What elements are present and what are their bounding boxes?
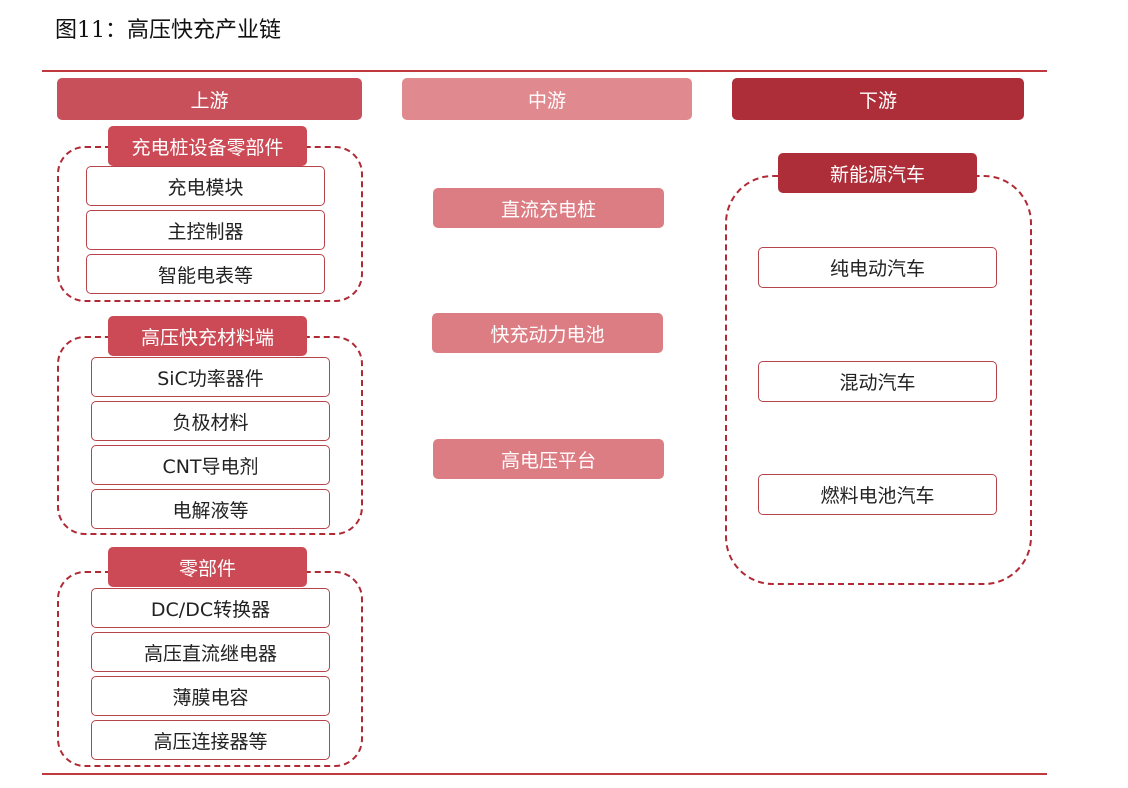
downstream-item: 燃料电池汽车 (758, 474, 997, 515)
header-midstream: 中游 (402, 78, 692, 120)
downstream-group-title: 新能源汽车 (778, 153, 977, 193)
bottom-rule (42, 773, 1047, 775)
upstream-group-2-item: 负极材料 (91, 401, 330, 441)
upstream-group-3-item: 高压连接器等 (91, 720, 330, 760)
midstream-item: 直流充电桩 (433, 188, 664, 228)
header-downstream: 下游 (732, 78, 1024, 120)
upstream-group-3-item: 薄膜电容 (91, 676, 330, 716)
upstream-group-1-title: 充电桩设备零部件 (108, 126, 307, 166)
downstream-item: 混动汽车 (758, 361, 997, 402)
upstream-group-3-title: 零部件 (108, 547, 307, 587)
top-rule (42, 70, 1047, 72)
midstream-item: 高电压平台 (433, 439, 664, 479)
upstream-group-3-item: DC/DC转换器 (91, 588, 330, 628)
figure-title: 图11：高压快充产业链 (55, 18, 281, 43)
header-upstream: 上游 (57, 78, 362, 120)
downstream-item: 纯电动汽车 (758, 247, 997, 288)
upstream-group-2-item: SiC功率器件 (91, 357, 330, 397)
upstream-group-1-item: 充电模块 (86, 166, 325, 206)
upstream-group-1-item: 主控制器 (86, 210, 325, 250)
upstream-group-3-item: 高压直流继电器 (91, 632, 330, 672)
upstream-group-2-item: 电解液等 (91, 489, 330, 529)
upstream-group-1-item: 智能电表等 (86, 254, 325, 294)
midstream-item: 快充动力电池 (432, 313, 663, 353)
upstream-group-2-title: 高压快充材料端 (108, 316, 307, 356)
upstream-group-2-item: CNT导电剂 (91, 445, 330, 485)
